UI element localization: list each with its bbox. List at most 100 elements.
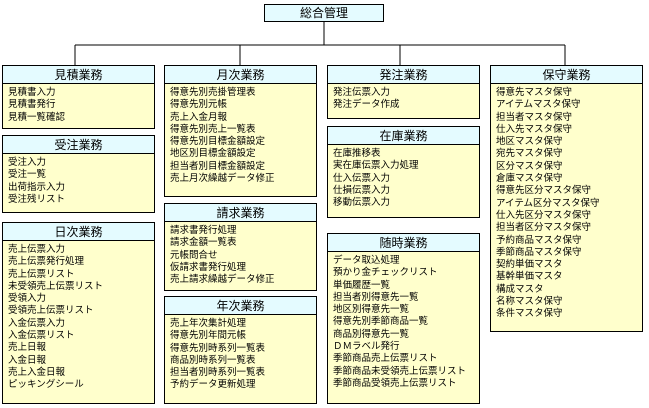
box-hacchu: 発注業務 発注伝票入力 発注データ作成 [327,65,480,119]
box-title: 年次業務 [165,297,316,315]
box-item: 元帳問合せ [170,249,218,261]
box-item: 請求金額一覧表 [170,237,237,249]
box-item: 売上入金月報 [170,111,228,123]
box-title: 随時業務 [328,234,479,252]
box-item: アイテム区分マスタ保守 [496,197,600,209]
box-title: 日次業務 [3,223,154,241]
box-item: 担当者別時系列一覧表 [170,367,266,379]
box-item: 予約商品マスタ保守 [496,234,582,246]
box-item: 発注データ作成 [333,99,400,111]
box-item: 区分マスタ保守 [496,160,563,172]
box-item: 売上伝票発行処理 [8,256,85,268]
box-item: 売上入金日報 [8,366,66,378]
box-item: 倉庫マスタ保守 [496,173,563,185]
box-items: 発注伝票入力 発注データ作成 [328,84,479,112]
box-item: 商品別時系列一覧表 [170,354,256,366]
box-item: 得意先別元帳 [170,99,228,111]
box-item: 担当者マスタ保守 [496,111,573,123]
box-item: 契約単価マスタ [496,259,563,271]
box-items: 請求書発行処理 請求金額一覧表 元帳問合せ 仮請求書発行処理 売上請求繰越データ… [165,222,316,286]
box-item: データ取込処理 [333,255,400,266]
box-item: 入金伝票リスト [8,330,75,342]
box-item: 発注伝票入力 [333,87,391,98]
box-items: 売上年次集計処理 得意先別年間元帳 得意先別時系列一覧表 商品別時系列一覧表 担… [165,315,316,392]
box-item: 単価履歴一覧 [333,279,391,291]
box-nichiji: 日次業務 売上伝票入力 売上伝票発行処理 売上伝票リスト 未受領売上伝票リスト … [2,222,155,404]
box-item: 得意先別売掛管理表 [170,87,256,98]
box-item: 預かり金チェックリスト [333,267,438,279]
box-title: 発注業務 [328,66,479,84]
box-zuiji: 随時業務 データ取込処理 預かり金チェックリスト 単価履歴一覧 担当者別得意先一… [327,233,480,404]
box-item: 得意先区分マスタ保守 [496,185,592,197]
box-items: データ取込処理 預かり金チェックリスト 単価履歴一覧 担当者別得意先一覧 地区別… [328,252,479,390]
box-item: 宛先マスタ保守 [496,148,563,160]
box-title: 見積業務 [3,66,154,84]
box-item: 構成マスタ [496,283,544,295]
box-item: 仕損伝票入力 [333,184,391,196]
box-item: 出荷指示入力 [8,181,66,193]
box-items: 得意先マスタ保守 アイテムマスタ保守 担当者マスタ保守 仕入先マスタ保守 地区マ… [491,84,642,321]
box-item: 担当者別得意先一覧 [333,291,419,303]
box-item: 売上年次集計処理 [170,318,247,329]
box-item: 見積一覧確認 [8,111,66,123]
box-title: 保守業務 [491,66,642,84]
box-item: 得意先別売上一覧表 [170,123,256,135]
box-getsuji: 月次業務 得意先別売掛管理表 得意先別元帳 売上入金月報 得意先別売上一覧表 得… [164,65,317,197]
box-item: 季節商品未受領売上伝票リスト [333,365,467,377]
box-item: 売上請求繰越データ修正 [170,274,275,286]
root-node: 総合管理 [264,4,384,22]
box-item: 予約データ更新処理 [170,379,256,391]
box-items: 見積書入力 見積書発行 見積一覧確認 [3,84,154,124]
box-item: 得意先別時系列一覧表 [170,342,266,354]
box-item: 売上日報 [8,342,47,354]
box-item: 売上伝票入力 [8,244,66,255]
box-item: 名称マスタ保守 [496,296,563,308]
box-title: 請求業務 [165,204,316,222]
box-item: 受注一覧 [8,169,47,181]
box-juchu: 受注業務 受注入力 受注一覧 出荷指示入力 受注残リスト [2,135,155,213]
box-hoshu: 保守業務 得意先マスタ保守 アイテムマスタ保守 担当者マスタ保守 仕入先マスタ保… [490,65,643,332]
box-item: ＤＭラベル発行 [333,341,400,353]
box-item: 受領売上伝票リスト [8,305,94,317]
box-item: 売上伝票リスト [8,268,75,280]
box-item: 仕入伝票入力 [333,172,391,184]
box-item: 季節商品マスタ保守 [496,246,582,258]
box-item: 仕入先マスタ保守 [496,123,573,135]
box-item: 仮請求書発行処理 [170,261,247,273]
box-seikyu: 請求業務 請求書発行処理 請求金額一覧表 元帳問合せ 仮請求書発行処理 売上請求… [164,203,317,291]
box-item: 見積書入力 [8,87,56,98]
box-item: 季節商品受領売上伝票リスト [333,377,457,389]
box-item: 仕入先区分マスタ保守 [496,209,592,221]
box-item: 受領入力 [8,293,47,305]
box-item: 担当者別目標金額設定 [170,160,266,172]
box-item: 見積書発行 [8,99,56,111]
box-item: 基幹単価マスタ [496,271,563,283]
box-item: 地区別目標金額設定 [170,148,256,160]
box-title: 受注業務 [3,136,154,154]
box-item: 未受領売上伝票リスト [8,280,104,292]
box-item: ピッキングシール [8,379,84,391]
box-item: 得意先別季節商品一覧 [333,316,429,328]
box-item: 売上月次繰越データ修正 [170,173,275,185]
box-item: 受注入力 [8,157,47,168]
box-item: 受注残リスト [8,193,66,205]
box-item: 商品別得意先一覧 [333,328,410,340]
box-items: 受注入力 受注一覧 出荷指示入力 受注残リスト [3,154,154,206]
box-item: 請求書発行処理 [170,225,237,236]
box-items: 在庫推移表 実在庫伝票入力処理 仕入伝票入力 仕損伝票入力 移動伝票入力 [328,145,479,209]
box-item: 担当者区分マスタ保守 [496,222,592,234]
box-items: 得意先別売掛管理表 得意先別元帳 売上入金月報 得意先別売上一覧表 得意先別目標… [165,84,316,185]
box-title: 月次業務 [165,66,316,84]
box-item: 地区別得意先一覧 [333,304,410,316]
box-item: 入金日報 [8,354,47,366]
box-nenji: 年次業務 売上年次集計処理 得意先別年間元帳 得意先別時系列一覧表 商品別時系列… [164,296,317,404]
box-item: 実在庫伝票入力処理 [333,160,419,172]
box-item: 条件マスタ保守 [496,308,563,320]
box-mitsumori: 見積業務 見積書入力 見積書発行 見積一覧確認 [2,65,155,129]
box-item: 移動伝票入力 [333,197,391,209]
box-item: 得意先別目標金額設定 [170,136,266,148]
box-item: 得意先別年間元帳 [170,330,247,342]
box-item: 在庫推移表 [333,148,381,159]
box-item: 地区マスタ保守 [496,136,563,148]
box-zaiko: 在庫業務 在庫推移表 実在庫伝票入力処理 仕入伝票入力 仕損伝票入力 移動伝票入… [327,126,480,218]
